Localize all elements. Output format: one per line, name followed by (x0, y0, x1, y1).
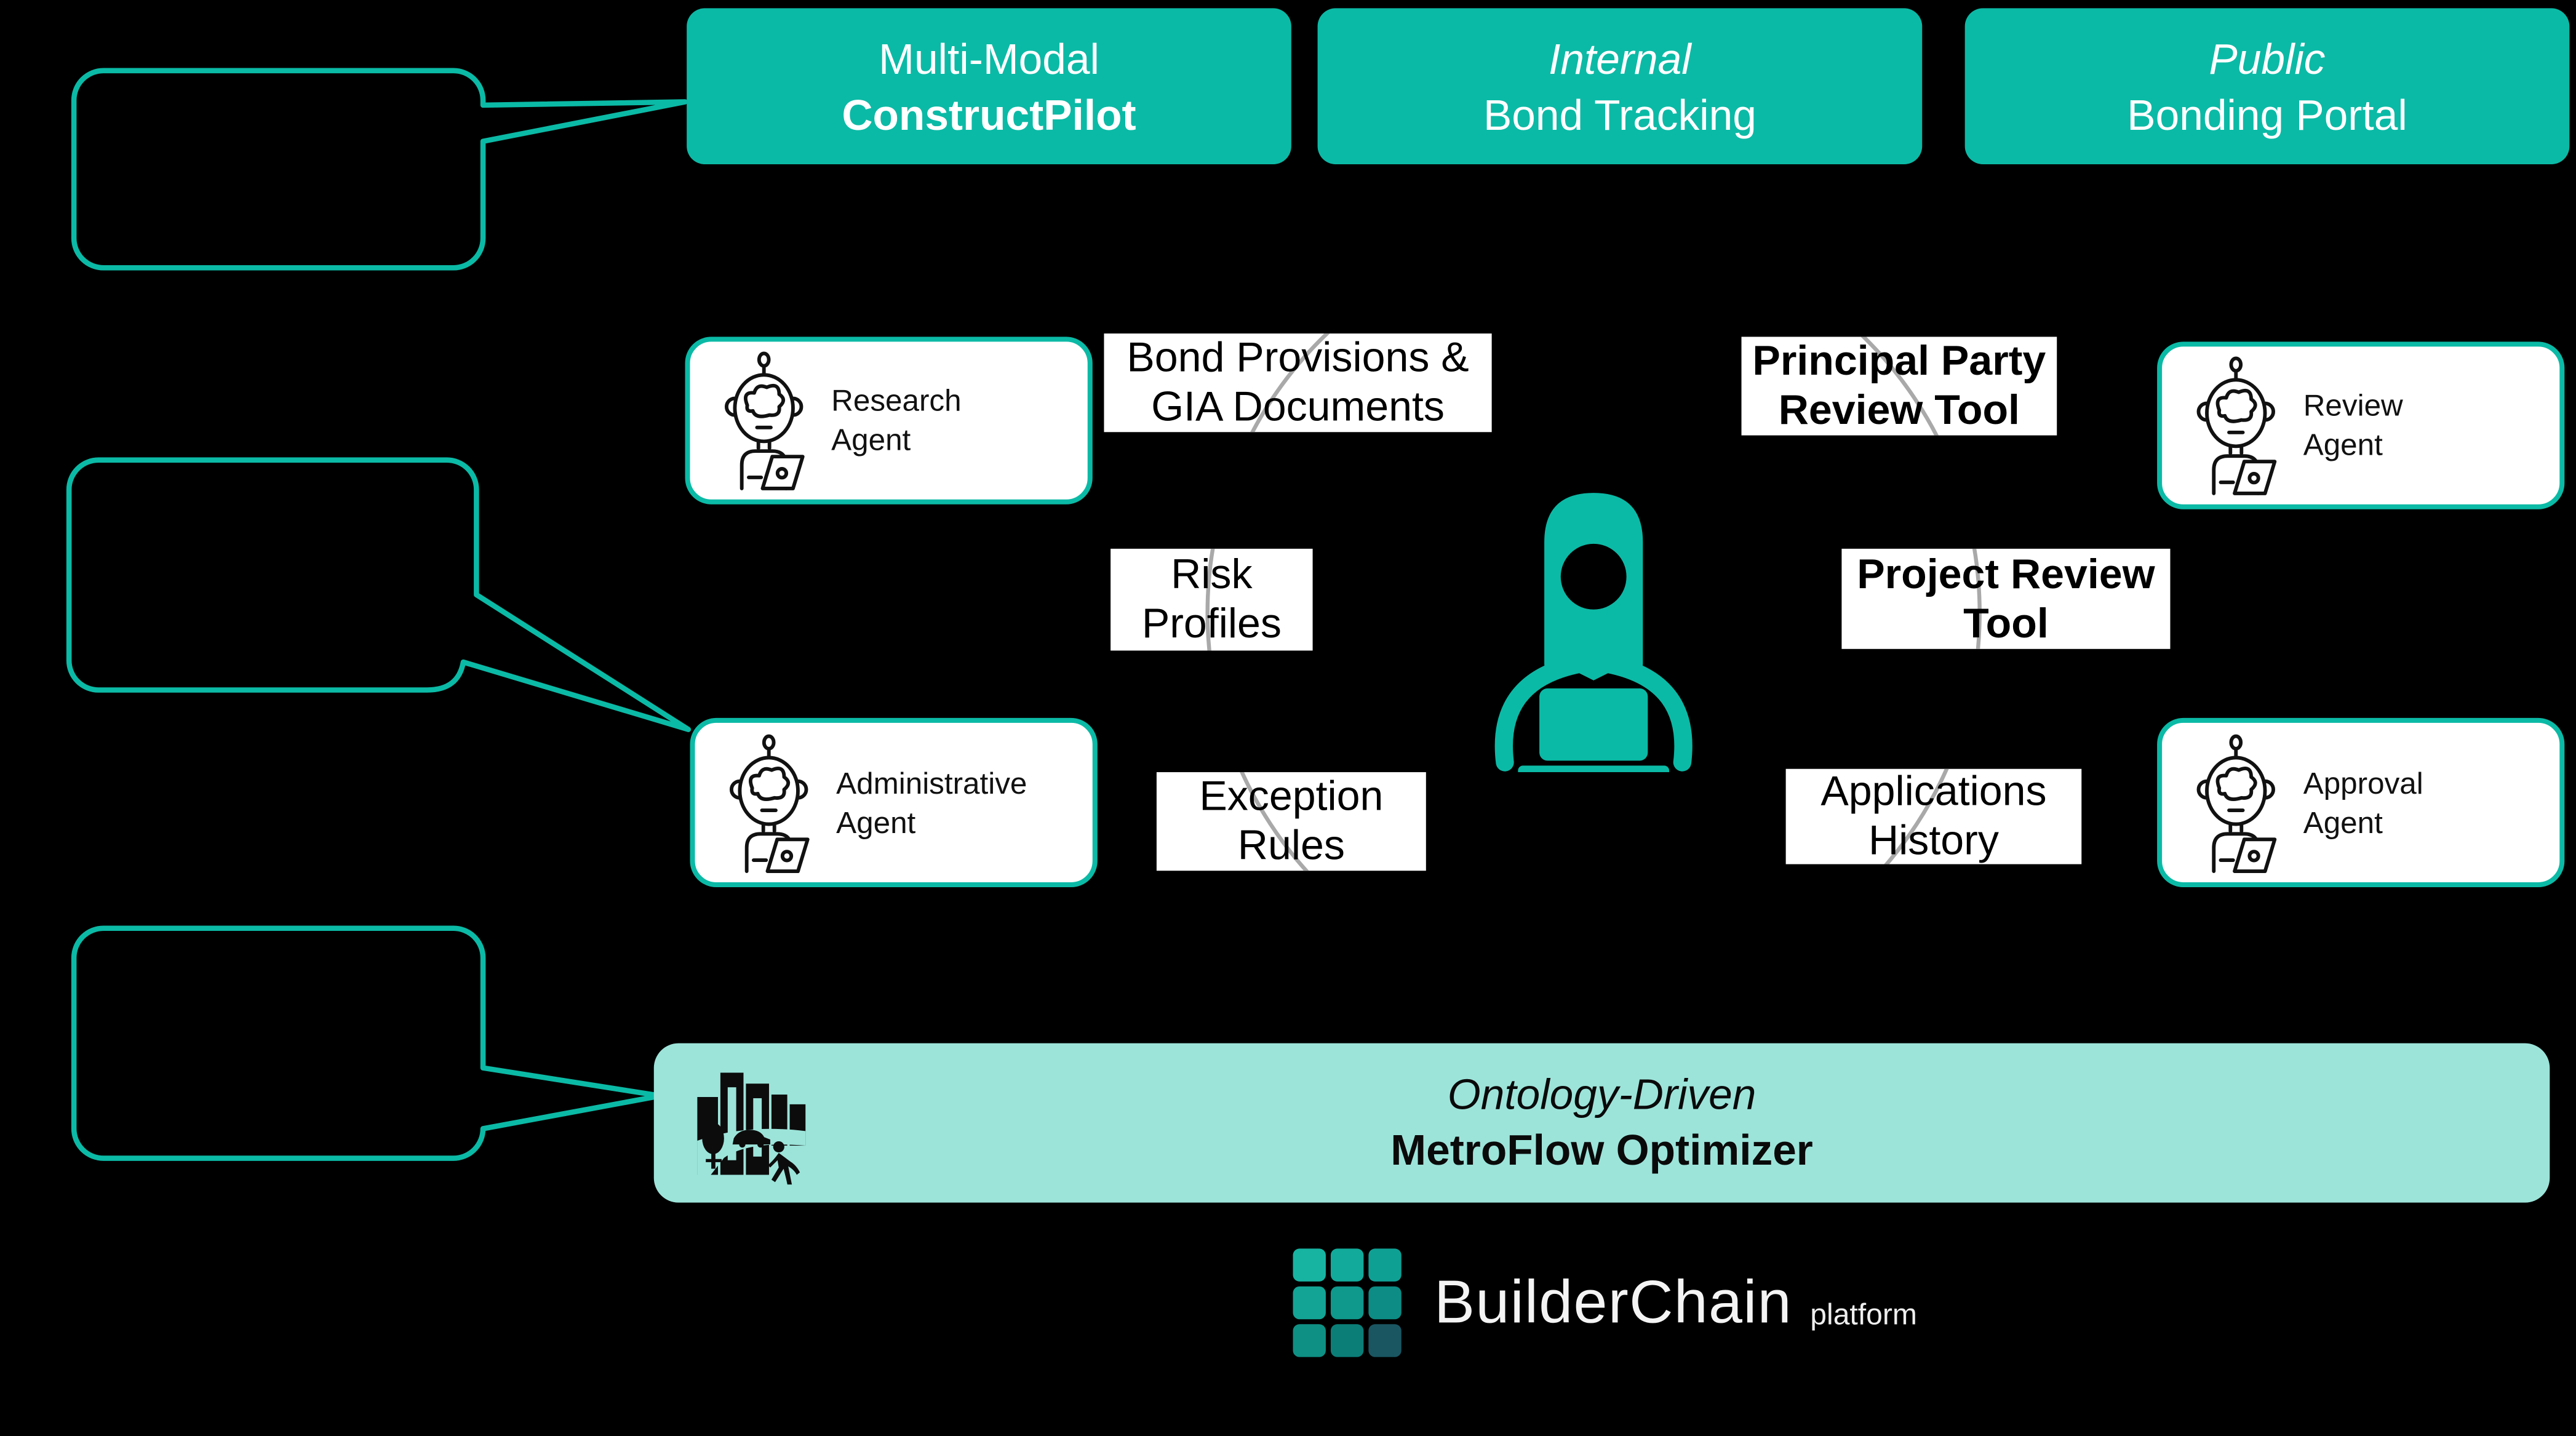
speech-bubble-bottom (71, 925, 663, 1161)
robot-icon (724, 351, 805, 490)
speech-bubble-middle (66, 457, 692, 732)
tool-label-line2: Profiles (1141, 601, 1282, 648)
orbit-arc (1205, 548, 1215, 651)
portal-box-bond-tracking: Internal Bond Tracking (1317, 8, 1923, 165)
portal-line1: Public (2209, 33, 2326, 83)
portal-line1: Internal (1549, 33, 1691, 83)
builderchain-logo: BuilderChain platform (1293, 1248, 1917, 1357)
grid-3x3-icon (1293, 1248, 1402, 1357)
agent-name-line1: Administrative (836, 765, 1027, 800)
portal-box-constructpilot: Multi-Modal ConstructPilot (687, 8, 1291, 165)
agent-name-line2: Agent (2303, 427, 2383, 462)
agent-name-line1: Approval (2303, 765, 2423, 800)
person-at-laptop-icon (1494, 493, 1693, 773)
logo-brand-text: BuilderChain (1434, 1268, 1792, 1336)
portal-box-bonding-portal: Public Bonding Portal (1964, 8, 2570, 165)
agent-name-line1: Research (831, 383, 962, 418)
tool-label-principal-party: Principal Party Review Tool (1741, 337, 2057, 436)
portal-line2: Bond Tracking (1483, 89, 1757, 139)
tool-label-line1: Exception (1199, 773, 1384, 820)
tool-label-line2: Tool (1963, 600, 2049, 647)
agent-name-line2: Agent (836, 804, 916, 839)
agent-card-review: Review Agent (2157, 341, 2565, 509)
tool-label-line1: Principal Party (1752, 338, 2046, 385)
agent-name-line1: Review (2303, 388, 2403, 423)
agent-card-research: Research Agent (685, 337, 1093, 505)
tool-label-line2: Rules (1237, 823, 1345, 869)
tool-label-risk-profiles: Risk Profiles (1111, 548, 1313, 651)
optimizer-bar: Ontology-Driven MetroFlow Optimizer (653, 1043, 2550, 1203)
optimizer-line2: MetroFlow Optimizer (1390, 1125, 1813, 1175)
agent-name-line2: Agent (831, 422, 911, 457)
tool-label-line1: Risk (1171, 552, 1253, 598)
tool-label-exception-rules: Exception Rules (1156, 772, 1426, 871)
logo-suffix-text: platform (1810, 1297, 1917, 1330)
agent-name-line2: Agent (2303, 804, 2383, 839)
optimizer-line1: Ontology-Driven (1447, 1069, 1757, 1119)
robot-icon (2196, 733, 2277, 872)
orbit-arc (1972, 548, 1982, 649)
tool-label-line1: Applications (1820, 768, 2047, 815)
tool-label-bond-provisions: Bond Provisions & GIA Documents (1104, 333, 1492, 433)
tool-label-line2: GIA Documents (1151, 384, 1445, 431)
portal-line1: Multi-Modal (879, 33, 1099, 83)
tool-label-line2: History (1868, 818, 1999, 864)
speech-bubble-top (71, 68, 688, 271)
tool-label-line2: Review Tool (1778, 388, 2020, 434)
tool-label-line1: Project Review (1857, 551, 2155, 597)
city-planning-icon (697, 1072, 806, 1185)
tool-label-applications-history: Applications History (1785, 768, 2082, 864)
tool-label-line1: Bond Provisions & (1127, 335, 1469, 381)
portal-line2: Bonding Portal (2127, 89, 2407, 139)
agent-card-administrative: Administrative Agent (690, 717, 1098, 887)
robot-icon (2196, 356, 2277, 495)
portal-line2: ConstructPilot (842, 89, 1136, 139)
tool-label-project-review: Project Review Tool (1841, 548, 2171, 649)
robot-icon (729, 733, 810, 872)
agent-card-approval: Approval Agent (2157, 717, 2565, 887)
